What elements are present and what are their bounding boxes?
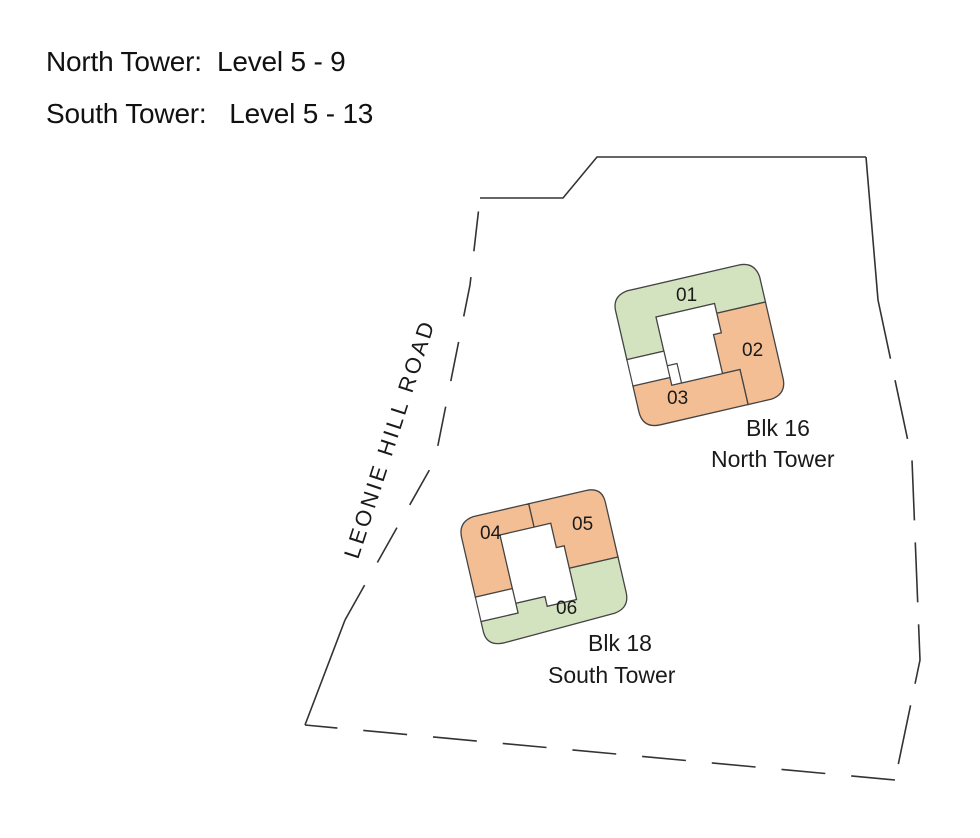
north-tower-core xyxy=(655,302,724,384)
south-tower-levels-line: South Tower: Level 5 - 13 xyxy=(46,88,373,140)
south-tower-corridor xyxy=(474,587,519,623)
south-tower-label: South Tower: xyxy=(46,98,207,129)
south-tower-core xyxy=(499,522,578,607)
unit-label-02: 02 xyxy=(742,340,763,361)
unit-label-06: 06 xyxy=(556,598,577,619)
boundary-right-upper xyxy=(865,156,879,301)
north-tower-corridor xyxy=(626,350,671,387)
south-tower-block xyxy=(460,489,628,645)
site-boundary xyxy=(304,156,921,781)
north-tower-block-number: Blk 16 xyxy=(746,415,810,441)
boundary-left-lower xyxy=(304,619,346,726)
road-name: LEONIE HILL ROAD xyxy=(339,316,440,562)
north-tower-levels: Level 5 - 9 xyxy=(216,46,346,77)
south-tower-levels: Level 5 - 13 xyxy=(229,98,374,129)
north-tower-name: North Tower xyxy=(711,446,835,472)
unit-label-04: 04 xyxy=(480,523,502,544)
boundary-left-dashed xyxy=(344,197,481,621)
boundary-top-solid xyxy=(480,156,866,199)
north-tower-levels-line: North Tower: Level 5 - 9 xyxy=(46,36,373,88)
south-tower-name: South Tower xyxy=(548,662,676,688)
unit-label-05: 05 xyxy=(572,514,593,535)
north-tower-label: North Tower: xyxy=(46,46,202,77)
unit-label-03: 03 xyxy=(667,388,688,409)
tower-level-legend: North Tower: Level 5 - 9 South Tower: Le… xyxy=(46,36,373,140)
south-tower-block-number: Blk 18 xyxy=(588,630,652,656)
boundary-bottom-dashed xyxy=(304,724,896,781)
north-tower-block xyxy=(614,263,785,427)
unit-label-01: 01 xyxy=(676,285,697,306)
boundary-right-dashed xyxy=(877,299,921,781)
